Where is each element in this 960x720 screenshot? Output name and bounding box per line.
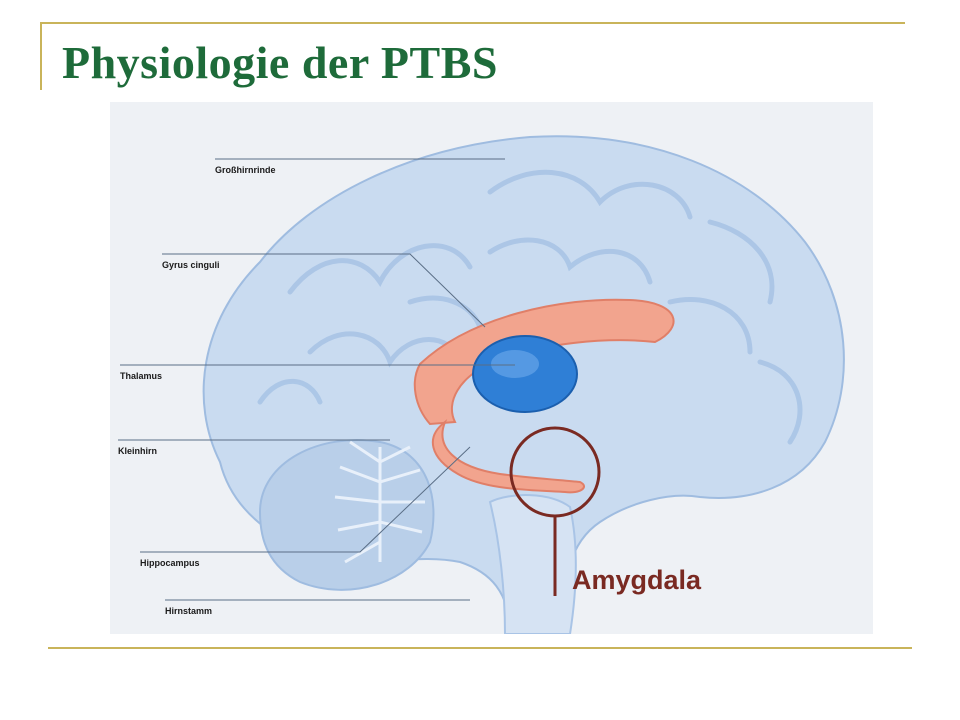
hippocampus <box>431 419 585 494</box>
brain-diagram: Amygdala Großhirnrinde Gyrus cinguli Tha… <box>110 102 873 634</box>
label-brainstem: Hirnstamm <box>165 606 212 616</box>
thalamus-highlight <box>491 350 539 378</box>
label-thalamus: Thalamus <box>120 371 162 381</box>
cerebellum <box>258 439 435 591</box>
bottom-rule <box>48 647 912 649</box>
label-amygdala: Amygdala <box>572 565 702 595</box>
cingulate-gyrus <box>413 298 675 426</box>
label-cerebellum: Kleinhirn <box>118 446 157 456</box>
leader-lines <box>118 158 515 601</box>
cerebellum-folds <box>334 440 425 564</box>
gyri-pattern <box>257 169 803 445</box>
label-cortex: Großhirnrinde <box>215 165 276 175</box>
label-cingulate: Gyrus cinguli <box>162 260 220 270</box>
label-hippocampus: Hippocampus <box>140 558 200 568</box>
left-rule <box>40 22 42 90</box>
slide-title: Physiologie der PTBS <box>62 37 498 88</box>
top-rule <box>40 22 905 24</box>
